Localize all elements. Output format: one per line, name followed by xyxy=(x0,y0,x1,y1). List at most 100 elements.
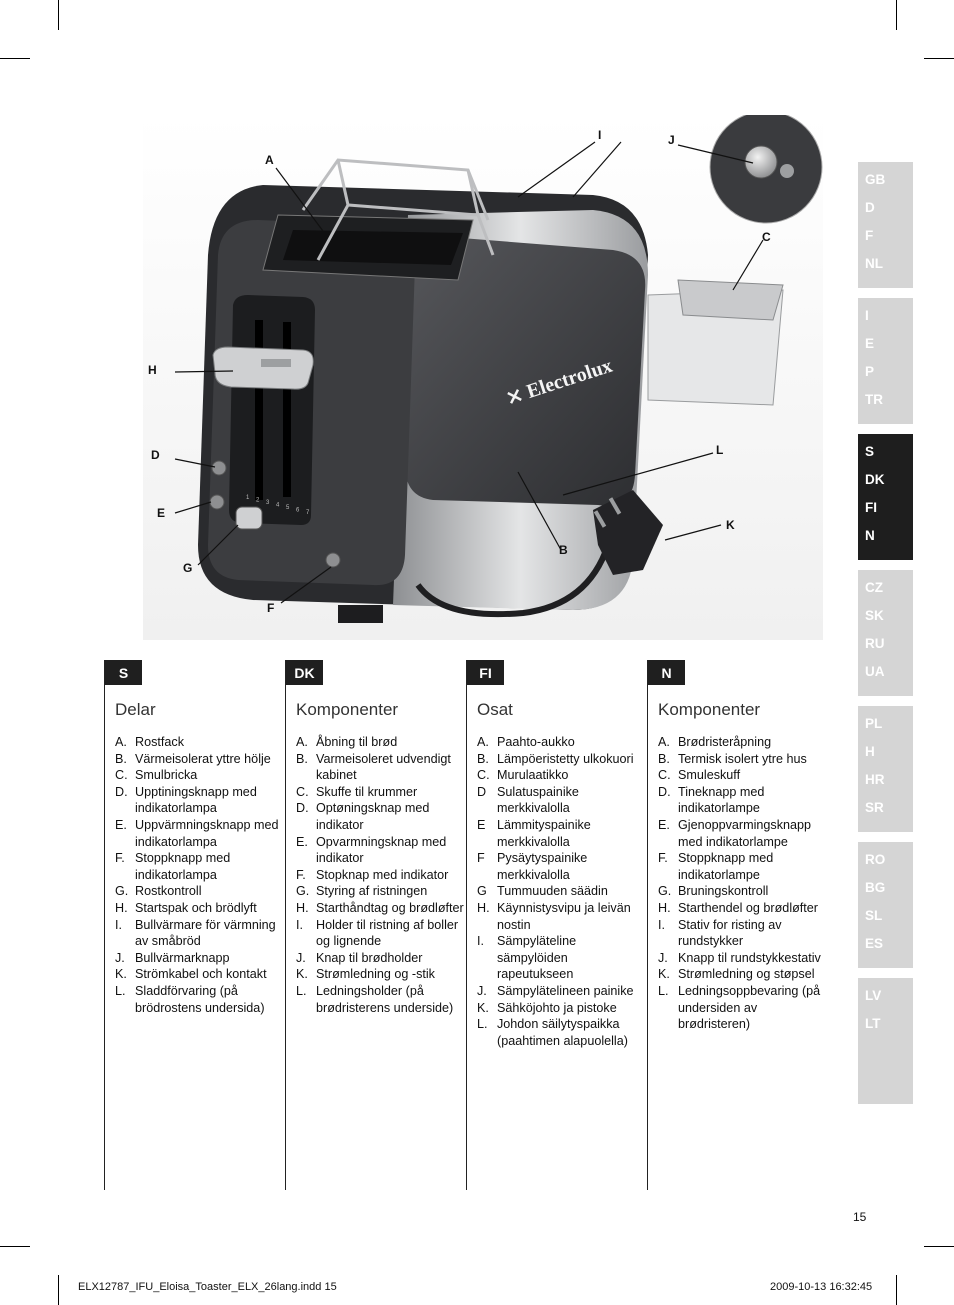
callout-l: L xyxy=(716,443,724,457)
language-code[interactable]: E xyxy=(865,336,875,351)
language-code[interactable]: GB xyxy=(865,172,886,187)
item-key: H. xyxy=(658,900,671,915)
callout-e: E xyxy=(157,506,166,520)
crop-mark xyxy=(896,1275,897,1305)
lang-badge: S xyxy=(105,660,142,685)
callout-f: F xyxy=(267,601,275,615)
item-text: Strømledning og støpsel xyxy=(678,967,815,982)
item-text: Sämpyläteline sämpylöiden rapeutukseen xyxy=(497,934,577,982)
language-code[interactable]: N xyxy=(865,528,875,543)
section-title: Delar xyxy=(115,700,156,719)
list-item: J.Bullvärmarknapp xyxy=(115,950,285,967)
language-code[interactable]: LV xyxy=(865,988,882,1003)
item-key: B. xyxy=(296,751,308,766)
item-text: Stoppknapp med indikatorlampa xyxy=(135,851,231,882)
callout-j: J xyxy=(668,133,675,147)
item-key: E. xyxy=(115,817,127,832)
language-code[interactable]: LT xyxy=(865,1016,881,1031)
language-code[interactable]: RO xyxy=(865,852,886,867)
list-item: I.Stativ for risting av rundstykker xyxy=(658,917,828,950)
language-code[interactable]: PL xyxy=(865,716,883,731)
language-code[interactable]: F xyxy=(865,228,874,243)
item-key: A. xyxy=(296,735,308,749)
list-item: J.Sämpylätelineen painike xyxy=(477,983,647,1000)
list-item: K.Strömkabel och kontakt xyxy=(115,966,285,983)
item-text: Johdon säilytyspaikka (paahtimen alapuol… xyxy=(497,1017,628,1048)
language-code[interactable]: SL xyxy=(865,908,883,923)
item-text: Strømledning og -stik xyxy=(316,967,435,982)
page-number: 15 xyxy=(853,1210,867,1224)
item-key: J. xyxy=(658,950,668,965)
section-title: Komponenter xyxy=(658,700,761,719)
item-text: Termisk isolert ytre hus xyxy=(678,751,807,766)
item-key: B. xyxy=(477,751,489,766)
item-key: K. xyxy=(477,1000,489,1015)
language-code[interactable]: NL xyxy=(865,256,883,271)
list-item: D.Upptiningsknapp med indikatorlampa xyxy=(115,784,285,817)
item-text: Sladdförvaring (på brödrostens undersida… xyxy=(135,983,265,1015)
item-key: K. xyxy=(296,967,308,982)
item-text: Paahto-aukko xyxy=(497,735,575,749)
dial-number: 5 xyxy=(286,505,290,511)
language-code[interactable]: UA xyxy=(865,664,885,679)
language-code[interactable]: ES xyxy=(865,936,884,951)
dial-number: 3 xyxy=(266,500,270,506)
item-text: Lämmityspainike merkkivalolla xyxy=(497,817,591,849)
list-item: L.Ledningsoppbevaring (på undersiden av … xyxy=(658,983,828,1033)
item-key: A. xyxy=(477,735,489,749)
crop-mark xyxy=(924,1246,954,1247)
item-key: F. xyxy=(296,867,306,882)
language-tab-group[interactable]: LV LT xyxy=(858,978,913,1104)
list-item: F.Stoppknapp med indikatorlampe xyxy=(658,850,828,883)
dial-number: 6 xyxy=(296,508,300,514)
list-item: A.Brødristeråpning xyxy=(658,734,828,751)
language-tab-group[interactable]: CZ SK RU UA xyxy=(858,570,913,696)
list-item: L.Sladdförvaring (på brödrostens undersi… xyxy=(115,983,285,1016)
language-code[interactable]: SK xyxy=(865,608,884,623)
list-item: F.Stopknap med indikator xyxy=(296,867,466,884)
item-text: Sämpylätelineen painike xyxy=(497,983,634,998)
callout-d: D xyxy=(151,448,160,462)
list-item: E.Opvarmningsknap med indikator xyxy=(296,834,466,867)
language-tab-group[interactable]: RO BG SL ES xyxy=(858,842,913,968)
item-key: H. xyxy=(296,900,309,915)
dial-number: 1 xyxy=(246,495,250,501)
item-text: Värmeisolerat yttre hölje xyxy=(135,751,271,766)
language-code[interactable]: SR xyxy=(865,800,884,815)
list-item: I. Sämpyläteline sämpylöiden rapeutukseen xyxy=(477,933,647,983)
language-code[interactable]: HR xyxy=(865,772,885,787)
item-key: G. xyxy=(296,884,310,899)
list-item: H.Starthåndtag og brødløfter xyxy=(296,900,466,917)
language-tab-group[interactable]: S DK FI N xyxy=(858,434,913,560)
item-key: B. xyxy=(115,751,127,766)
language-code[interactable]: I xyxy=(865,308,869,323)
list-item: J.Knapp til rundstykkestativ xyxy=(658,950,828,967)
item-text: Bullvärmare för värmning av småbröd xyxy=(135,917,276,949)
bun-warmer xyxy=(301,158,495,261)
language-code[interactable]: P xyxy=(865,364,875,379)
list-item: L. Johdon säilytyspaikka (paahtimen alap… xyxy=(477,1016,647,1049)
language-code[interactable]: FI xyxy=(865,500,877,515)
item-text: Tineknapp med indikatorlampe xyxy=(678,784,765,816)
language-code[interactable]: TR xyxy=(865,392,883,407)
language-code[interactable]: BG xyxy=(865,880,886,895)
item-key: D. xyxy=(115,784,128,799)
language-code[interactable]: RU xyxy=(865,636,885,651)
language-code[interactable]: S xyxy=(865,444,875,459)
item-text: Holder til ristning af boller og lignend… xyxy=(316,917,459,949)
language-code[interactable]: DK xyxy=(865,472,885,487)
item-key: F. xyxy=(658,851,668,866)
language-code[interactable]: CZ xyxy=(865,580,883,595)
bun-warmer-knob-inset xyxy=(709,110,823,224)
language-code[interactable]: H xyxy=(865,744,875,759)
item-key: I. xyxy=(477,934,484,949)
language-tab-group[interactable]: PL H HR SR xyxy=(858,706,913,832)
list-item: A. Paahto-aukko xyxy=(477,734,647,751)
language-code[interactable]: D xyxy=(865,200,875,215)
list-item: A.Åbning til brød xyxy=(296,734,466,751)
